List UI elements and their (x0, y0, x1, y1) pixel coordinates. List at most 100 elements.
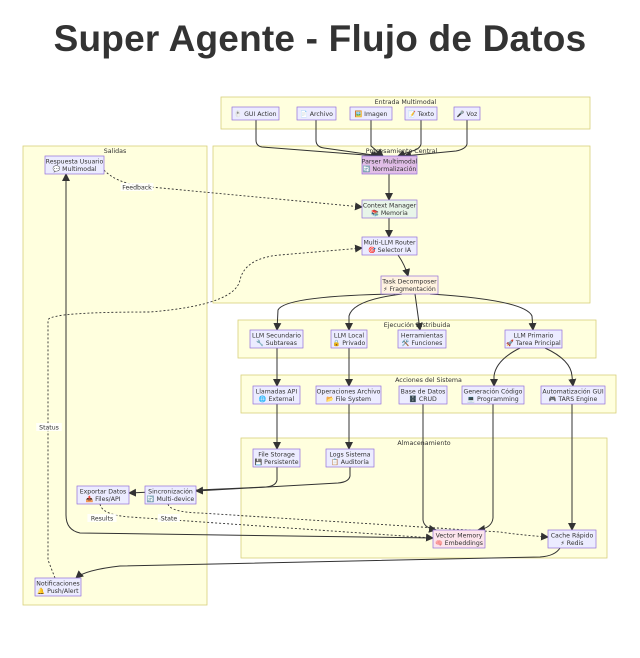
node-title: Llamadas API (256, 389, 298, 396)
node-title: Base de Datos (401, 389, 446, 396)
node-subtitle: 🔔 Push/Alert (37, 587, 79, 595)
node-subtitle: 🔄 Multi-device (147, 495, 195, 503)
node-title: Generación Código (464, 388, 523, 396)
node-subtitle: 🔒 Privado (333, 339, 366, 347)
edge-decomposer-to-herramientas (414, 293, 423, 331)
edge-llm_prim-to-code (490, 347, 521, 387)
node-title: LLM Local (334, 333, 365, 340)
node-router[interactable]: Multi-LLM Router🎯 Selector IA (361, 236, 418, 256)
node-title: 🖼️ Imagen (355, 110, 388, 118)
node-title: 🖱️ GUI Action (234, 110, 276, 118)
node-subtitle: 🌐 External (259, 395, 295, 403)
edge-llm_prim-to-autogui (544, 347, 577, 387)
node-title: Respuesta Usuario (46, 159, 104, 166)
edge-db-to-vector (422, 404, 437, 533)
node-subtitle: 🔧 Subtareas (256, 339, 297, 347)
edge-archivo-to-parser (315, 120, 381, 159)
svg-text:Feedback: Feedback (122, 185, 152, 192)
edge-router-to-decomposer (397, 254, 411, 277)
edge-gui-to-parser (255, 120, 379, 160)
node-voz[interactable]: 🎤 Voz (453, 106, 481, 121)
edge-label-status: Status (36, 423, 62, 432)
node-logs[interactable]: Logs Sistema📋 Auditoría (325, 448, 375, 468)
edge-label-feedback: Feedback (120, 183, 154, 192)
edge-sync-to-cache (167, 503, 549, 541)
node-subtitle: ⚡ Fragmentación (383, 285, 436, 293)
node-subtitle: 🧠 Embeddings (435, 539, 483, 547)
edge-texto-to-parser (397, 120, 422, 158)
edge-vector-to-respuesta (62, 173, 434, 539)
cluster-label: Acciones del Sistema (395, 377, 462, 384)
node-title: Sincronización (148, 488, 193, 496)
node-api[interactable]: Llamadas API🌐 External (252, 385, 301, 405)
svg-text:Results: Results (91, 516, 113, 523)
node-llm_sec[interactable]: LLM Secundario🔧 Subtareas (249, 329, 304, 349)
edge-notif-to-router (47, 244, 363, 579)
node-parser[interactable]: Parser Multimodal🔄 Normalización (362, 155, 418, 175)
edge-label-state: State (158, 514, 180, 523)
node-texto[interactable]: 📝 Texto (404, 106, 438, 121)
edge-decomposer-to-llm_local (345, 293, 403, 331)
node-llm_local[interactable]: LLM Local🔒 Privado (330, 329, 368, 349)
node-llm_prim[interactable]: LLM Primario🚀 Tarea Principal (504, 329, 563, 349)
node-subtitle: 💾 Persistente (254, 458, 298, 466)
svg-text:State: State (161, 516, 178, 523)
cluster-salidas: Salidas (22, 145, 208, 606)
node-herramientas[interactable]: Herramientas🛠️ Funciones (397, 329, 447, 349)
node-vector[interactable]: Vector Memory🧠 Embeddings (432, 529, 486, 549)
node-subtitle: 📂 File System (326, 396, 371, 403)
node-title: File Storage (258, 452, 295, 459)
node-subtitle: 💻 Programming (467, 396, 518, 403)
node-subtitle: 📚 Memoria (371, 209, 408, 217)
cluster-label: Salidas (104, 148, 127, 155)
node-title: Task Decomposer (381, 279, 437, 286)
node-cache[interactable]: Cache Rápido⚡ Redis (547, 529, 597, 549)
node-decomposer[interactable]: Task Decomposer⚡ Fragmentación (380, 275, 439, 295)
edge-logs-to-sync (195, 467, 351, 495)
node-subtitle: 🚀 Tarea Principal (506, 339, 561, 347)
node-autogui[interactable]: Automatización GUI🎮 TARS Engine (540, 385, 606, 405)
node-imagen[interactable]: 🖼️ Imagen (349, 106, 393, 121)
node-title: Parser Multimodal (362, 159, 418, 166)
cluster-label: Entrada Multimodal (375, 99, 437, 106)
edge-decomposer-to-llm_sec (273, 293, 396, 331)
node-ops[interactable]: Operaciones Archivo📂 File System (315, 385, 382, 405)
node-code[interactable]: Generación Código💻 Programming (461, 385, 525, 405)
node-subtitle: 🗄️ CRUD (409, 395, 437, 403)
node-subtitle: ⚡ Redis (560, 540, 583, 547)
edge-decomposer-to-llm_prim (429, 293, 537, 331)
edge-label-results: Results (87, 514, 117, 523)
node-title: 📝 Texto (408, 110, 434, 118)
node-title: Notificaciones (36, 581, 80, 588)
node-subtitle: 📤 Files/API (85, 495, 120, 503)
node-title: Logs Sistema (329, 452, 370, 459)
node-title: LLM Primario (514, 333, 554, 340)
node-title: Automatización GUI (542, 388, 603, 396)
svg-text:Status: Status (39, 425, 59, 432)
node-title: 📄 Archivo (300, 110, 333, 118)
node-respuesta[interactable]: Respuesta Usuario💬 Multimodal (44, 155, 105, 175)
node-subtitle: 🛠️ Funciones (402, 339, 443, 347)
node-title: Multi-LLM Router (363, 240, 416, 247)
node-archivo[interactable]: 📄 Archivo (296, 106, 337, 121)
node-title: Cache Rápido (551, 532, 594, 540)
node-sync[interactable]: Sincronización🔄 Multi-device (144, 485, 197, 505)
node-gui[interactable]: 🖱️ GUI Action (231, 106, 280, 121)
cluster-label: Almacenamiento (397, 440, 450, 447)
node-db[interactable]: Base de Datos🗄️ CRUD (398, 385, 448, 405)
node-storage[interactable]: File Storage💾 Persistente (252, 448, 301, 468)
edge-code-to-vector (477, 404, 494, 533)
node-title: Context Manager (363, 203, 417, 210)
node-subtitle: 📋 Auditoría (331, 458, 369, 466)
edge-cache-to-notif (75, 547, 561, 579)
node-title: Exportar Datos (80, 489, 127, 496)
node-title: Operaciones Archivo (317, 389, 381, 396)
node-subtitle: 🎯 Selector IA (368, 246, 412, 254)
node-title: Herramientas (401, 333, 443, 340)
edge-imagen-to-parser (370, 120, 384, 157)
node-context[interactable]: Context Manager📚 Memoria (361, 199, 418, 219)
node-exportar[interactable]: Exportar Datos📤 Files/API (76, 485, 130, 505)
diagram-title: Super Agente - Flujo de Datos (53, 18, 587, 59)
node-notif[interactable]: Notificaciones🔔 Push/Alert (34, 577, 82, 597)
